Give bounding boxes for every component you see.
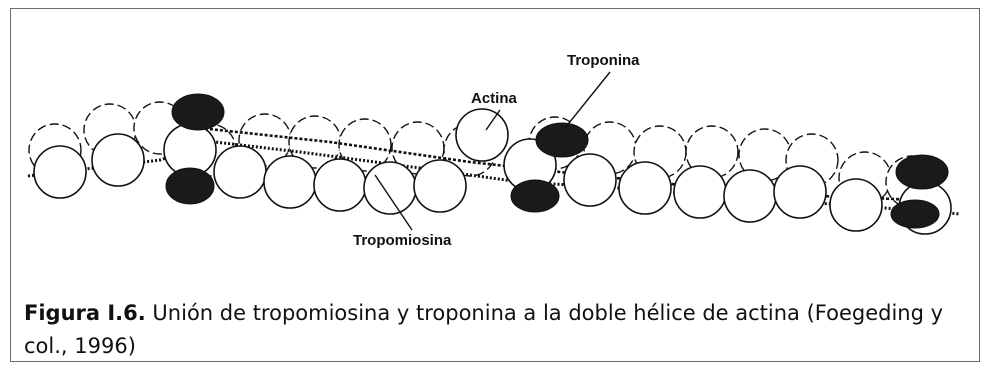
caption-text: Unión de tropomiosina y troponina a la d… bbox=[24, 301, 943, 358]
actin-monomer bbox=[724, 170, 776, 222]
actin-monomer bbox=[830, 179, 882, 231]
actin-monomer bbox=[674, 166, 726, 218]
figure-caption: Figura I.6. Unión de tropomiosina y trop… bbox=[24, 297, 974, 363]
actin-monomer bbox=[92, 134, 144, 186]
actin-helix-diagram bbox=[0, 0, 992, 260]
troponin-complex bbox=[166, 168, 214, 204]
troponin-complex bbox=[511, 180, 559, 212]
troponin-complex bbox=[536, 123, 588, 157]
troponina-leader-line bbox=[565, 72, 610, 128]
troponin-complex bbox=[172, 94, 224, 130]
actin-monomer bbox=[314, 159, 366, 211]
actin-monomer bbox=[564, 154, 616, 206]
actin-monomer bbox=[34, 146, 86, 198]
actin-monomer bbox=[456, 109, 508, 161]
troponin-complex bbox=[896, 155, 948, 189]
actin-monomer bbox=[214, 146, 266, 198]
label-actina: Actina bbox=[471, 90, 517, 107]
troponin-complex bbox=[891, 200, 939, 228]
actin-monomer bbox=[619, 162, 671, 214]
label-troponina: Troponina bbox=[567, 52, 640, 69]
actin-monomer bbox=[774, 166, 826, 218]
actin-monomer bbox=[414, 160, 466, 212]
caption-figure-label: Figura I.6. bbox=[24, 301, 146, 325]
actin-monomer bbox=[364, 162, 416, 214]
label-tropomiosina: Tropomiosina bbox=[353, 232, 451, 249]
actin-monomer bbox=[264, 156, 316, 208]
